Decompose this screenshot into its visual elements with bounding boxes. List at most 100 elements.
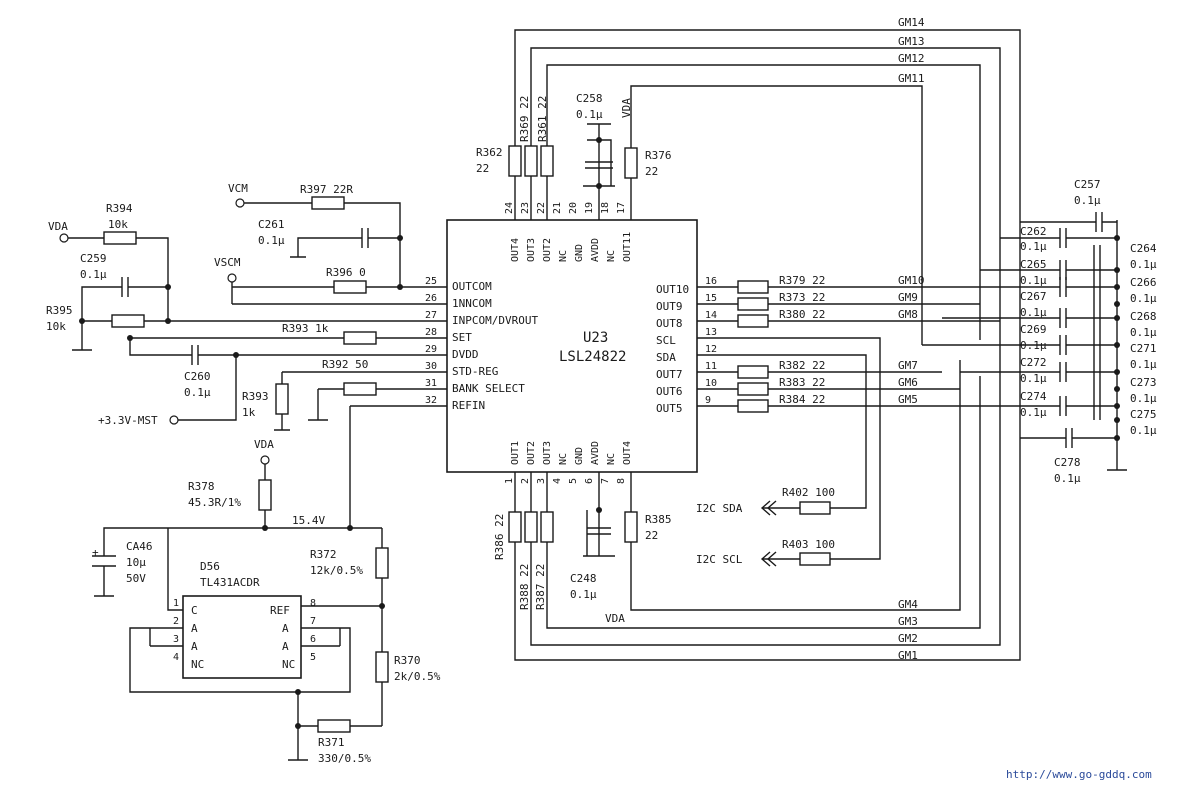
ca46-plus: + [92, 546, 99, 559]
r396-label: R396 0 [326, 266, 366, 279]
r388-resistor [524, 511, 538, 543]
gm13-label: GM13 [898, 35, 925, 48]
junction-bank-9 [1114, 403, 1120, 409]
d56-pin6-num: 6 [310, 634, 316, 645]
pin-name-29: DVDD [452, 348, 479, 361]
r379-resistor [737, 280, 769, 294]
pin-num-26: 26 [425, 293, 437, 304]
gm11-label: GM11 [898, 72, 925, 85]
pin-num-28: 28 [425, 327, 437, 338]
u23-chip-body [446, 219, 698, 473]
r397-label: R397 22R [300, 183, 353, 196]
r387-resistor [540, 511, 554, 543]
wire-154v [168, 406, 383, 548]
r385-label: R385 [645, 513, 672, 526]
vcm-label: VCM [228, 182, 248, 195]
pin-name-31: BANK SELECT [452, 382, 525, 395]
pin-name-10: OUT6 [656, 385, 683, 398]
pin-num-19: 19 [584, 202, 595, 214]
r378-resistor [258, 479, 272, 511]
i2c-sda-label: I2C SDA [696, 502, 743, 515]
c262-value: 0.1μ [1020, 240, 1047, 253]
c257-label: C257 [1074, 178, 1101, 191]
ca46-value2: 50V [126, 572, 146, 585]
pin-name-14: OUT8 [656, 317, 683, 330]
r362-resistor [508, 145, 522, 177]
r370-label: R370 [394, 654, 421, 667]
pin-num-4: 4 [552, 478, 563, 484]
r361-resistor [540, 145, 554, 177]
d56-chip-body [182, 595, 302, 679]
junction-bank-11 [1114, 435, 1120, 441]
i2c-scl-arrow [760, 551, 777, 567]
vcm-terminal [235, 198, 245, 208]
junction-bank-6 [1114, 342, 1120, 348]
c278-label: C278 [1054, 456, 1081, 469]
r376-value: 22 [645, 165, 658, 178]
junction-r395 [165, 318, 171, 324]
r392-resistor [343, 382, 377, 396]
c260-capacitor [129, 338, 236, 365]
junction-c260 [127, 335, 133, 341]
r370-resistor [375, 651, 389, 683]
pin-name-4: NC [558, 453, 569, 465]
pin-name-11: OUT7 [656, 368, 683, 381]
i2c-sda-arrow [760, 500, 777, 516]
r384-resistor [737, 399, 769, 413]
pin-name-16: OUT10 [656, 283, 689, 296]
wire-vcm [244, 202, 401, 287]
r369-label: R369 22 [518, 96, 531, 142]
u23-ref: U23 [583, 330, 608, 346]
pin-name-15: OUT9 [656, 300, 683, 313]
cap-row-6 [960, 362, 1117, 382]
r370-value: 2k/0.5% [394, 670, 441, 683]
pin-name-1: OUT1 [510, 441, 521, 465]
cap-bank-plate-column [1093, 245, 1101, 420]
c275-label: C275 [1130, 408, 1157, 421]
pin-num-6: 6 [584, 478, 595, 484]
d56-ref: D56 [200, 560, 220, 573]
c278-capacitor [1020, 428, 1117, 448]
junction-154v-a [262, 525, 268, 531]
cap-row-1 [1000, 228, 1117, 248]
gm8-label: GM8 [898, 308, 918, 321]
gm1-label: GM1 [898, 649, 918, 662]
pin-num-13: 13 [705, 327, 717, 338]
r382-label: R382 22 [779, 359, 825, 372]
junction-bank-4 [1114, 301, 1120, 307]
pin-name-8: OUT4 [622, 441, 633, 465]
c267-value: 0.1μ [1020, 306, 1047, 319]
c260-label: C260 [184, 370, 211, 383]
bank-select-ground [308, 389, 328, 421]
v154-label: 15.4V [292, 514, 325, 527]
c259-label: C259 [80, 252, 107, 265]
ca46-label: CA46 [126, 540, 153, 553]
v33-terminal [169, 415, 179, 425]
wire-gm2 [530, 390, 1001, 646]
pin-num-16: 16 [705, 276, 717, 287]
c258-wire [587, 139, 612, 186]
junction-154v-b [347, 525, 353, 531]
r402-resistor [799, 501, 831, 515]
junction-bank-10 [1114, 417, 1120, 423]
wire-vscm [231, 282, 400, 304]
pin-name-12: SDA [656, 351, 676, 364]
pin-name-9: OUT5 [656, 402, 683, 415]
pin-num-14: 14 [705, 310, 717, 321]
r382-resistor [737, 365, 769, 379]
junction-r395b [79, 318, 85, 324]
r378-label: R378 [188, 480, 215, 493]
pin-num-2: 2 [520, 478, 531, 484]
gm10-label: GM10 [898, 274, 925, 287]
r373-label: R373 22 [779, 291, 825, 304]
pin-name-7: NC [606, 453, 617, 465]
r376-label: R376 [645, 149, 672, 162]
top-output-network: R362 22 R369 22 R361 22 R376 22 VDA C258… [476, 29, 1021, 440]
pin-name-30: STD-REG [452, 365, 498, 378]
d56-pin7-num: 7 [310, 616, 316, 627]
pin-name-27: INPCOM/DVROUT [452, 314, 538, 327]
c266-label: C266 [1130, 276, 1157, 289]
r393-set-resistor [343, 331, 377, 345]
